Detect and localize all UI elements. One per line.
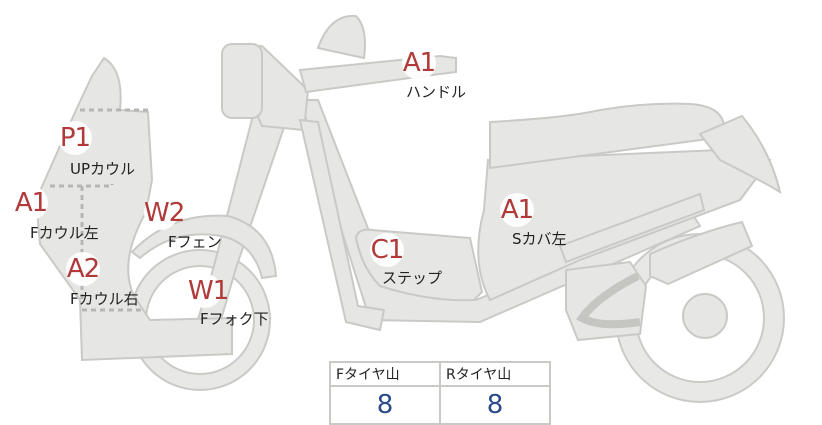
mirror (316, 14, 366, 60)
s-cover-left-grade: A1 (500, 193, 534, 227)
f-cowl-left-grade: A1 (14, 186, 48, 220)
headlight (221, 43, 263, 119)
f-fender-grade: W2 (144, 196, 185, 230)
step-label: ステップ (382, 269, 443, 287)
exhaust-pipe (576, 272, 641, 329)
s-cover-left-label: Sカバ左 (512, 230, 567, 248)
muffler (649, 220, 754, 286)
seat (489, 102, 726, 170)
rear-hub (682, 293, 728, 339)
front-fender (130, 214, 278, 280)
tire-tread-table: Fタイヤ山 Rタイヤ山 8 8 (329, 361, 551, 425)
handle-grade: A1 (402, 46, 436, 80)
up-cowl-label: UPカウル (70, 160, 136, 178)
rear-tire-value: 8 (439, 385, 551, 425)
cowl-seam-mid (50, 184, 114, 188)
front-tire-value: 8 (329, 385, 441, 425)
f-fork-lower-label: Fフォク下 (200, 310, 269, 328)
f-fork-lower-grade: W1 (188, 274, 229, 308)
step-grade: C1 (370, 233, 404, 267)
up-cowl-grade: P1 (58, 121, 92, 155)
rear-tire-header: Rタイヤ山 (439, 361, 551, 387)
lower-frame (298, 118, 386, 332)
front-tire-header: Fタイヤ山 (329, 361, 441, 387)
swing-arm (558, 192, 706, 264)
f-cowl-right-label: Fカウル右 (70, 290, 139, 308)
f-cowl-right-grade: A2 (66, 252, 100, 286)
handle-label: ハンドル (406, 83, 467, 101)
tail-cowl (698, 114, 782, 195)
f-cowl-left-label: Fカウル左 (30, 224, 99, 242)
f-fender-label: Fフェン (168, 233, 222, 251)
